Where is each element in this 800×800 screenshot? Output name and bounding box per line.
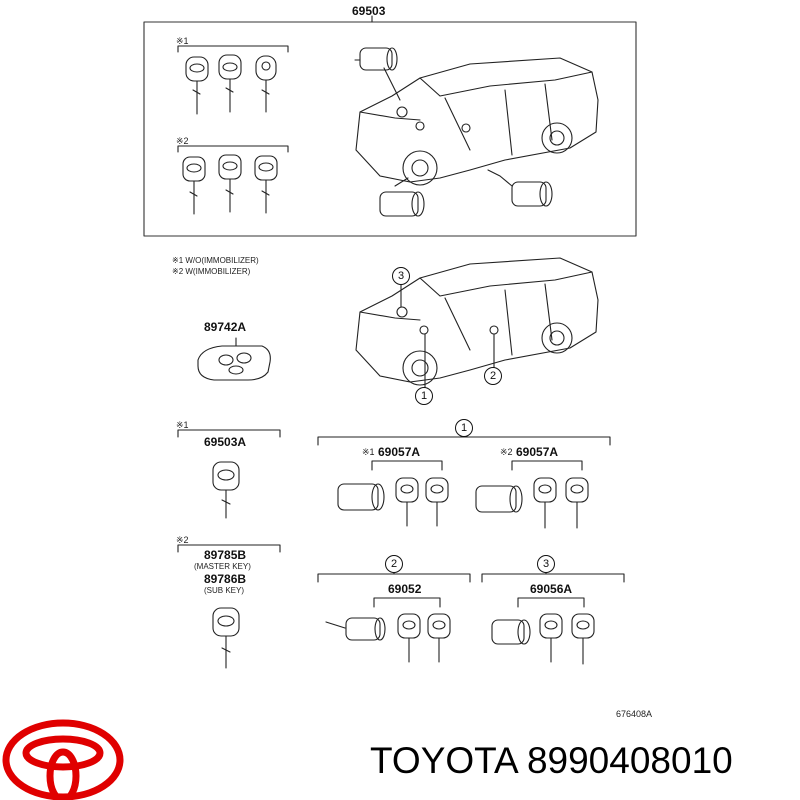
label-master-key: (MASTER KEY): [194, 562, 251, 571]
label-89742a: 89742A: [204, 320, 247, 334]
bracket-group-1: [317, 436, 611, 446]
group-3-parts: [491, 613, 595, 665]
legend-line-1: ※1 W/O(IMMOBILIZER): [172, 256, 259, 265]
bracket-group-3: [481, 573, 625, 583]
label-69503a: 69503A: [204, 435, 247, 449]
group-1-note-1: ※1: [362, 447, 375, 457]
label-69503: 69503: [352, 4, 386, 18]
note-mark-1: ※1: [176, 36, 189, 46]
group-1-left-parts: [337, 477, 449, 527]
car-callout-1: 1: [415, 387, 433, 405]
callout-1: 1: [455, 419, 473, 437]
note-mark-2b: ※2: [176, 535, 189, 545]
brand-caption: TOYOTA 8990408010: [370, 740, 733, 782]
group-1-note-2: ※2: [500, 447, 513, 457]
bracket-group-3-inner: [517, 597, 585, 608]
callout-3: 3: [537, 555, 555, 573]
group-2-parts: [325, 613, 451, 663]
key-master-sub: [212, 607, 240, 669]
note-mark-1b: ※1: [176, 420, 189, 430]
key-group-1: [185, 54, 277, 115]
van-top: [355, 57, 599, 186]
label-89786b: 89786B: [204, 572, 247, 586]
cylinder-top: [354, 47, 401, 101]
cylinder-bottom-left: [379, 177, 425, 217]
transmitter-fob: [197, 337, 271, 381]
key-69503a: [212, 461, 240, 519]
bracket-69503a: [177, 429, 281, 438]
figure-code: 676408A: [616, 709, 653, 719]
van-bottom: [355, 257, 599, 389]
cylinder-bottom-right: [487, 169, 553, 207]
bracket-keys-2: [177, 145, 289, 153]
note-mark-2: ※2: [176, 136, 189, 146]
bracket-group-2-inner: [373, 597, 441, 608]
top-frame: [143, 21, 637, 237]
bracket-group-1-left: [371, 460, 443, 471]
group-1-right-parts: [475, 477, 589, 529]
bracket-master-sub: [177, 544, 281, 553]
key-group-2: [182, 154, 278, 215]
part-number: 8990408010: [526, 740, 733, 781]
label-89785b: 89785B: [204, 548, 247, 562]
brand-name: TOYOTA: [370, 740, 517, 781]
callout-2: 2: [385, 555, 403, 573]
bracket-group-2: [317, 573, 471, 583]
label-69056a: 69056A: [530, 582, 573, 596]
bracket-keys-1: [177, 45, 289, 53]
legend-line-2: ※2 W(IMMOBILIZER): [172, 267, 251, 276]
label-sub-key: (SUB KEY): [204, 586, 245, 595]
label-69057a-left: 69057A: [378, 445, 421, 459]
bracket-group-1-right: [511, 460, 583, 471]
label-69057a-right: 69057A: [516, 445, 559, 459]
label-69052: 69052: [388, 582, 422, 596]
toyota-logo-icon: [2, 719, 124, 800]
car-callout-3: 3: [392, 267, 410, 285]
car-callout-2: 2: [484, 367, 502, 385]
